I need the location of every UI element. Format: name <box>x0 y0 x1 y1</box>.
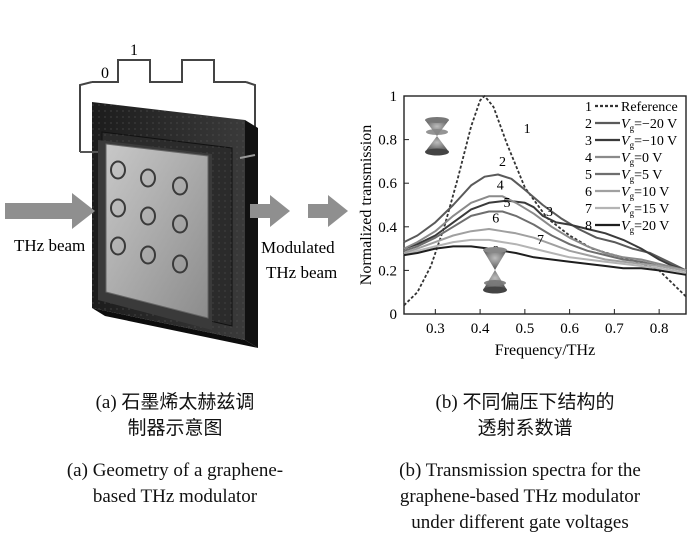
series-label-5: 5 <box>503 196 510 211</box>
legend-entry-8: 8 Vg=20 V <box>585 219 669 235</box>
x-tick-label: 0.6 <box>560 321 579 337</box>
caption-line: (a) 石墨烯太赫兹调 <box>95 392 255 413</box>
series-line-2 <box>403 173 687 272</box>
output-beam-label-line2: THz beam <box>266 263 337 282</box>
x-tick-label: 0.4 <box>471 321 490 337</box>
y-tick-label: 0.2 <box>378 263 397 279</box>
output-beam-arrow-1 <box>250 195 290 227</box>
legend-label: Vg=20 V <box>621 219 669 235</box>
caption-a-chinese: (a) 石墨烯太赫兹调 制器示意图 <box>10 390 340 442</box>
y-tick-label: 0 <box>390 307 398 323</box>
dirac-cone-inset-bottom <box>483 247 507 294</box>
caption-b-english: (b) Transmission spectra for the graphen… <box>340 458 700 536</box>
device-slab <box>80 102 258 348</box>
legend-number: 1 <box>585 100 592 115</box>
output-beam-arrow-2 <box>308 195 348 227</box>
caption-line: (b) Transmission spectra for the <box>399 460 641 481</box>
legend-entry-5: 5 Vg=5 V <box>585 168 662 184</box>
legend-entry-4: 4 Vg=0 V <box>585 151 662 167</box>
series-line-4 <box>403 195 687 272</box>
ring-array <box>110 160 188 274</box>
input-beam-label: THz beam <box>14 236 85 255</box>
legend-label: Vg=5 V <box>621 168 662 184</box>
dirac-cone-inset-top <box>425 117 449 156</box>
x-tick-label: 0.8 <box>650 321 669 337</box>
legend-label: Vg=10 V <box>621 185 669 201</box>
series-label-7: 7 <box>537 233 544 248</box>
y-tick-label: 0.6 <box>378 176 397 192</box>
input-beam-arrow <box>5 193 95 229</box>
legend-entry-6: 6 Vg=10 V <box>585 185 669 201</box>
gate-signal-waveform: 0 1 <box>79 42 256 155</box>
series-label-2: 2 <box>499 155 506 170</box>
legend-entry-7: 7 Vg=15 V <box>585 202 669 218</box>
legend-label: Vg=0 V <box>621 151 662 167</box>
series-line-8 <box>403 245 687 276</box>
caption-line: graphene-based THz modulator <box>399 486 641 507</box>
y-tick-label: 0.4 <box>378 220 397 236</box>
legend-number: 2 <box>585 117 592 132</box>
signal-level-high: 1 <box>130 42 138 59</box>
y-tick-label: 1 <box>390 89 398 105</box>
modulator-illustration: 0 1 <box>5 42 348 348</box>
series-label-6: 6 <box>492 211 499 226</box>
legend-number: 7 <box>585 202 592 217</box>
caption-line: 制器示意图 <box>127 418 223 439</box>
legend-label: Vg=15 V <box>621 202 669 218</box>
series-label-1: 1 <box>524 122 531 137</box>
caption-line: based THz modulator <box>92 486 258 507</box>
signal-level-low: 0 <box>101 65 109 82</box>
series-line-7 <box>403 238 687 274</box>
legend-entry-2: 2 Vg=−20 V <box>585 117 677 133</box>
legend-entry-1: 1 Reference <box>585 100 678 115</box>
x-tick-label: 0.7 <box>605 321 624 337</box>
legend-label: Vg=−20 V <box>621 117 677 133</box>
legend-label: Vg=−10 V <box>621 134 677 150</box>
series-line-6 <box>403 228 687 272</box>
legend-number: 4 <box>585 151 592 166</box>
series-line-3 <box>403 199 687 272</box>
y-axis-label: Normalized transmission <box>358 125 375 285</box>
legend-number: 6 <box>585 185 592 200</box>
graphene-layer <box>105 143 209 319</box>
series-line-5 <box>403 210 687 272</box>
caption-line: 透射系数谱 <box>477 418 573 439</box>
legend-number: 5 <box>585 168 592 183</box>
legend-entry-3: 3 Vg=−10 V <box>585 134 677 150</box>
caption-a-english: (a) Geometry of a graphene- based THz mo… <box>0 458 350 510</box>
series-label-4: 4 <box>497 179 504 194</box>
legend-number: 8 <box>585 219 592 234</box>
legend-label: Reference <box>621 100 678 115</box>
legend-number: 3 <box>585 134 592 149</box>
caption-line: (b) 不同偏压下结构的 <box>435 392 615 413</box>
x-tick-label: 0.3 <box>426 321 445 337</box>
caption-line: (a) Geometry of a graphene- <box>66 460 284 481</box>
series-label-3: 3 <box>546 205 553 220</box>
x-axis-label: Frequency/THz <box>495 342 595 359</box>
output-beam-label-line1: Modulated <box>261 238 335 257</box>
y-tick-label: 0.8 <box>378 133 397 149</box>
caption-line: under different gate voltages <box>411 512 629 533</box>
x-tick-label: 0.5 <box>515 321 534 337</box>
caption-b-chinese: (b) 不同偏压下结构的 透射系数谱 <box>350 390 700 442</box>
